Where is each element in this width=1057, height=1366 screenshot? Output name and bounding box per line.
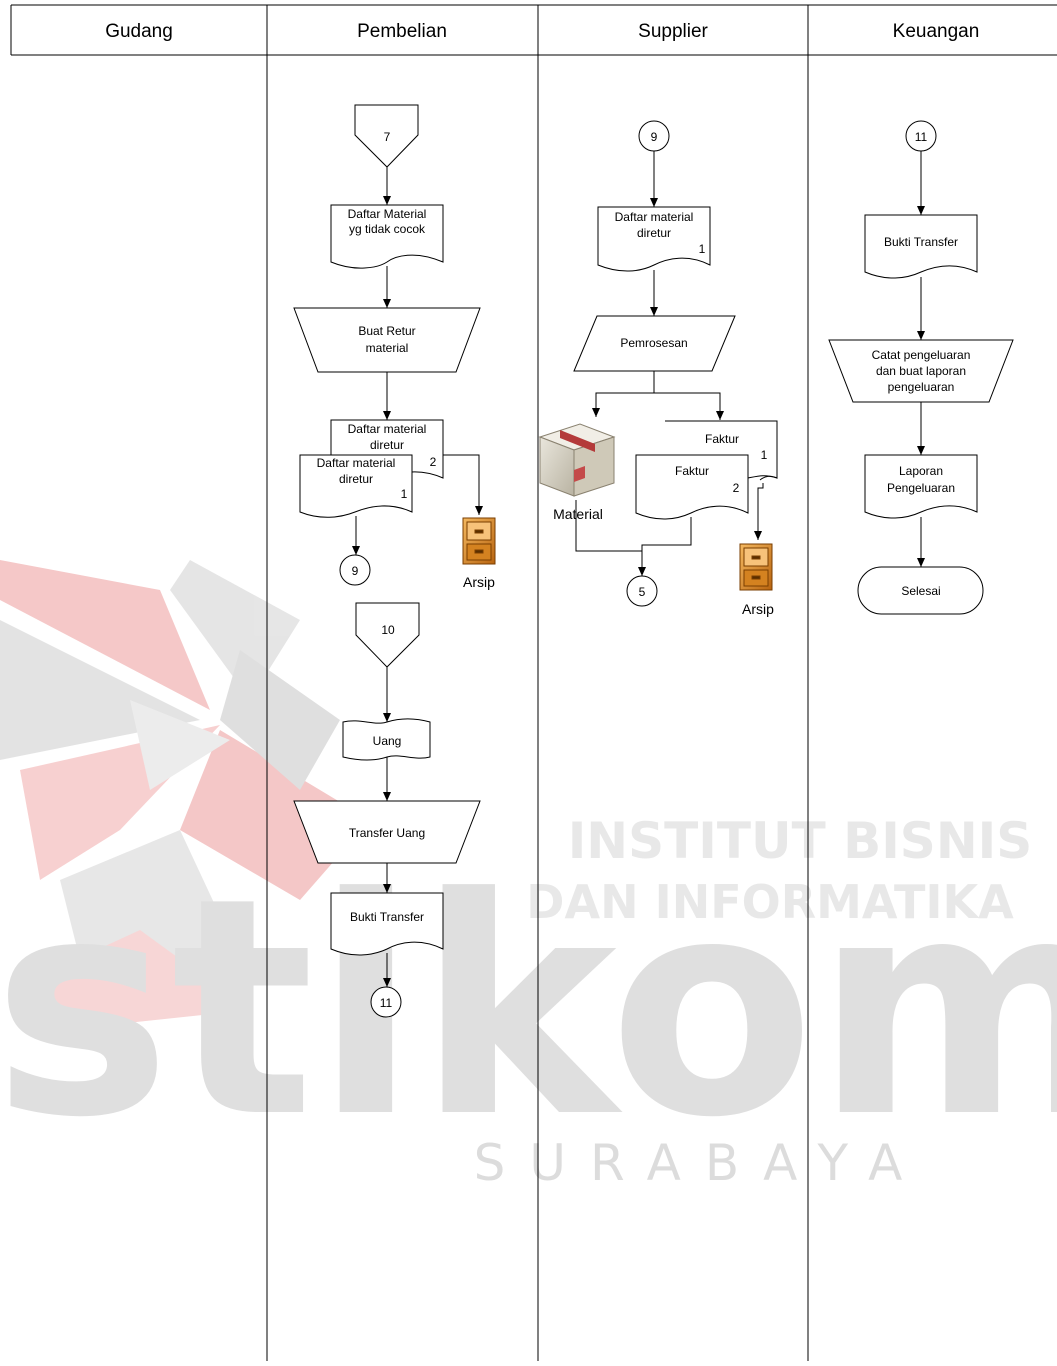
- manual-op-buat-retur: [293, 307, 481, 373]
- archive-cabinet-icon: [462, 517, 496, 565]
- watermark-line2: DAN INFORMATIKA: [526, 875, 1014, 929]
- offpage-connector-10: [355, 602, 420, 668]
- terminator-selesai: [857, 566, 984, 615]
- connector-9-out-label: 9: [352, 564, 359, 578]
- doc-tidak-cocok-line1: Daftar Material: [348, 207, 427, 221]
- doc-tidak-cocok: [330, 204, 444, 269]
- doc-diretur-2-number: 2: [430, 455, 437, 469]
- selesai-label: Selesai: [901, 584, 940, 598]
- doc-diretur-2-line2: diretur: [370, 438, 404, 452]
- arsip-label-pembelian: Arsip: [463, 574, 495, 590]
- faktur-2-label: Faktur: [675, 464, 709, 478]
- doc-diretur-supplier-line1: Daftar material: [615, 210, 694, 224]
- pemrosesan-label: Pemrosesan: [620, 336, 687, 350]
- doc-laporan-pengeluaran: [864, 454, 978, 519]
- faktur-1-number: 1: [761, 448, 768, 462]
- laporan-line2: Pengeluaran: [887, 481, 955, 495]
- bukti-transfer-keuangan-label: Bukti Transfer: [884, 235, 958, 249]
- faktur-2-number: 2: [733, 481, 740, 495]
- laporan-line1: Laporan: [899, 464, 943, 478]
- catat-line3: pengeluaran: [888, 380, 955, 394]
- doc-diretur-2-line1: Daftar material: [348, 422, 427, 436]
- watermark-brand: stikom: [0, 834, 1057, 1183]
- doc-diretur-1-line1: Daftar material: [317, 456, 396, 470]
- manual-op-catat-pengeluaran: [828, 339, 1014, 403]
- doc-tidak-cocok-line2: yg tidak cocok: [349, 222, 426, 236]
- uang-label: Uang: [373, 734, 402, 748]
- keuangan-flow: 11 Bukti Transfer Catat pengeluaran dan …: [828, 120, 1014, 615]
- doc-diretur-supplier-line2: diretur: [637, 226, 671, 240]
- pembelian-flow: 7 Daftar Material yg tidak cocok Buat Re…: [293, 104, 496, 1018]
- connector-11-out: [370, 986, 402, 1018]
- buat-retur-line1: Buat Retur: [358, 324, 415, 338]
- catat-line1: Catat pengeluaran: [872, 348, 971, 362]
- connector-7-label: 7: [384, 130, 391, 144]
- doc-diretur-copy-1: [299, 454, 413, 518]
- connector-9-out: [339, 554, 371, 586]
- lane-header-supplier: Supplier: [638, 21, 708, 42]
- connector-11-in-label: 11: [915, 130, 928, 144]
- connector-11-out-label: 11: [380, 996, 393, 1010]
- lane-header-pembelian: Pembelian: [357, 21, 447, 42]
- watermark: INSTITUT BISNIS DAN INFORMATIKA stikom S…: [0, 560, 1057, 1192]
- connector-5-out-label: 5: [639, 585, 646, 599]
- material-label: Material: [553, 506, 603, 522]
- archive-cabinet-icon: [739, 543, 773, 591]
- material-box-icon: [538, 423, 616, 497]
- swimlane-frame: [10, 4, 1057, 1361]
- lane-header-gudang: Gudang: [105, 21, 173, 42]
- faktur-1-label: Faktur: [705, 432, 739, 446]
- arsip-label-supplier: Arsip: [742, 601, 774, 617]
- lane-header-keuangan: Keuangan: [893, 21, 980, 42]
- connector-10-label: 10: [381, 623, 395, 637]
- doc-diretur-1-number: 1: [401, 487, 408, 501]
- supplier-flow: 9 Daftar material diretur 1 Pemrosesan M…: [538, 120, 778, 617]
- process-pemrosesan: [573, 315, 736, 372]
- offpage-connector-7: [354, 104, 419, 168]
- uang-symbol: [342, 718, 431, 761]
- doc-diretur-supplier: [597, 206, 711, 272]
- connector-5-out: [626, 575, 658, 607]
- doc-bukti-transfer-pembelian: [330, 892, 444, 956]
- lane-headers: Gudang Pembelian Supplier Keuangan: [105, 21, 979, 42]
- bukti-transfer-pembelian-label: Bukti Transfer: [350, 910, 424, 924]
- connector-9-in-label: 9: [651, 130, 658, 144]
- doc-bukti-transfer-keuangan: [864, 214, 978, 279]
- doc-diretur-supplier-number: 1: [699, 242, 706, 256]
- doc-diretur-1-line2: diretur: [339, 472, 373, 486]
- watermark-city: SURABAYA: [474, 1134, 927, 1192]
- watermark-line1: INSTITUT BISNIS: [568, 812, 1033, 870]
- manual-op-transfer-uang: [293, 800, 481, 864]
- buat-retur-line2: material: [366, 341, 409, 355]
- transfer-uang-label: Transfer Uang: [349, 826, 425, 840]
- doc-faktur-copy-2: [635, 454, 749, 520]
- catat-line2: dan buat laporan: [876, 364, 966, 378]
